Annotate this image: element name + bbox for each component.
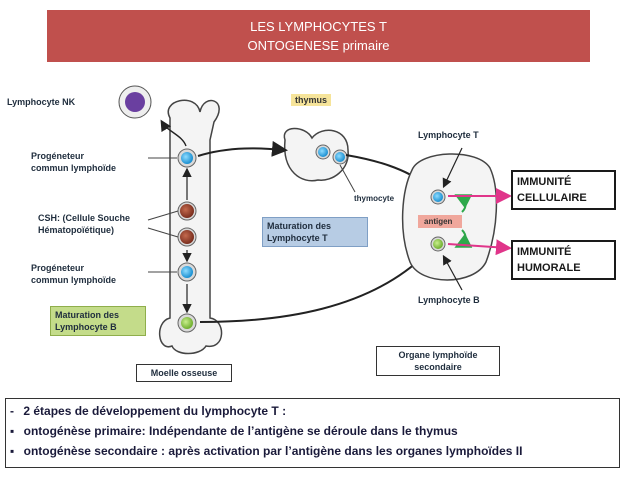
- box-immunite-humorale: IMMUNITÉ HUMORALE: [511, 240, 616, 280]
- summary-text-2: ontogénèse primaire: Indépendante de l’a…: [23, 424, 458, 438]
- label-csh: CSH: (Cellule Souche Hématopoïétique): [38, 212, 130, 236]
- imm-cell-line-1: IMMUNITÉ: [517, 176, 572, 188]
- label-progenitor-bottom: Progéneteur commun lymphoïde: [31, 262, 116, 286]
- label-progenitor-top: Progéneteur commun lymphoïde: [31, 150, 116, 174]
- box-moelle: Moelle osseuse: [136, 364, 232, 382]
- nk-cell: [118, 85, 152, 119]
- label-lymphocyte-b: Lymphocyte B: [418, 295, 480, 305]
- summary-bullet-2: ▪: [10, 424, 15, 438]
- label-thymus: thymus: [291, 94, 332, 106]
- box-maturation-t: Maturation des Lymphocyte T: [262, 217, 368, 247]
- summary-line-3: ▪ ontogénèse secondaire : après activati…: [10, 442, 522, 461]
- label-progenitor-bottom-line-1: Progéneteur: [31, 263, 85, 273]
- label-csh-line-1: CSH: (Cellule Souche: [38, 213, 131, 223]
- summary-bullet-3: ▪: [10, 444, 15, 458]
- label-antigen: antigen: [424, 217, 453, 226]
- summary-line-2: ▪ ontogénèse primaire: Indépendante de l…: [10, 422, 458, 441]
- thymus-cell-2: [335, 152, 345, 162]
- cell-progenitor-top: [181, 152, 193, 164]
- maturation-b-line-2: Lymphocyte B: [55, 322, 117, 332]
- organe-line-1: Organe lymphoïde: [398, 350, 478, 360]
- pointer-csh-2: [147, 227, 179, 238]
- organ-b-cell: [433, 239, 443, 249]
- label-thymocyte: thymocyte: [354, 194, 395, 203]
- box-organe: Organe lymphoïde secondaire: [376, 346, 500, 376]
- maturation-b-line-1: Maturation des: [55, 310, 120, 320]
- summary-text-3: ontogénèse secondaire : après activation…: [23, 444, 523, 458]
- summary-bullet-1: -: [10, 404, 14, 418]
- organe-line-2: secondaire: [414, 362, 462, 372]
- title-line-2: ONTOGENESE primaire: [247, 38, 390, 53]
- maturation-t-line-1: Maturation des: [267, 221, 332, 231]
- imm-hum-line-2: HUMORALE: [517, 262, 581, 274]
- imm-cell-line-2: CELLULAIRE: [517, 192, 587, 204]
- box-immunite-cellulaire: IMMUNITÉ CELLULAIRE: [511, 170, 616, 210]
- thymus-cell-1: [318, 147, 328, 157]
- arrow-to-nk: [160, 119, 187, 147]
- cell-progenitor-bottom: [181, 266, 193, 278]
- arrow-bone-to-thymus: [197, 140, 288, 157]
- pointer-lymphocyte-t: [442, 147, 463, 189]
- label-lymphocyte-t: Lymphocyte T: [418, 130, 479, 140]
- arrow-antigen-to-t: [454, 194, 473, 213]
- pointer-csh-1: [147, 210, 179, 221]
- label-csh-line-2: Hématopoïétique): [38, 225, 115, 235]
- bone-marrow-shape: [159, 99, 223, 355]
- summary-box: - 2 étapes de développement du lymphocyt…: [5, 398, 620, 468]
- summary-text-1: 2 étapes de développement du lymphocyte …: [23, 404, 287, 418]
- box-maturation-b: Maturation des Lymphocyte B: [50, 306, 146, 336]
- pointer-thymocyte: [339, 164, 356, 193]
- arrow-to-humoral: [447, 239, 512, 256]
- cell-csh-2: [180, 230, 194, 244]
- organ-t-cell: [433, 192, 443, 202]
- arrow-bone-to-organ: [199, 249, 431, 323]
- cell-csh-1: [180, 204, 194, 218]
- title-banner: LES LYMPHOCYTES T ONTOGENESE primaire: [47, 10, 590, 62]
- pointer-lymphocyte-b: [442, 254, 463, 291]
- imm-hum-line-1: IMMUNITÉ: [517, 246, 572, 258]
- title-line-1: LES LYMPHOCYTES T: [250, 19, 387, 34]
- summary-line-1: - 2 étapes de développement du lymphocyt…: [10, 402, 286, 421]
- label-progenitor-bottom-line-2: commun lymphoïde: [31, 275, 117, 285]
- antigen-box: [418, 215, 462, 228]
- label-nk: Lymphocyte NK: [7, 97, 76, 107]
- maturation-t-line-2: Lymphocyte T: [267, 233, 328, 243]
- label-progenitor-top-line-1: Progéneteur: [31, 151, 85, 161]
- cell-b-maturing: [181, 317, 193, 329]
- label-progenitor-top-line-2: commun lymphoïde: [31, 163, 117, 173]
